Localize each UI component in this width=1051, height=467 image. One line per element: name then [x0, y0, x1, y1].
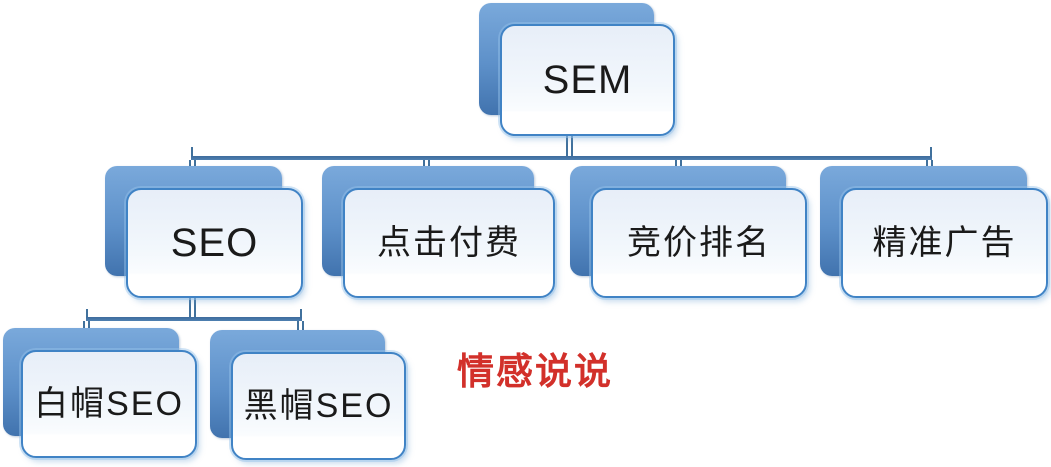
- node-ppc[interactable]: 点击付费: [322, 166, 555, 298]
- node-black-hat-seo-label: 黑帽SEO: [243, 387, 394, 425]
- connector-sem-stem: [566, 136, 573, 157]
- node-white-hat-seo-face: 白帽SEO: [21, 350, 197, 458]
- node-seo-face: SEO: [126, 188, 303, 298]
- node-precision-ads-label: 精准广告: [872, 224, 1017, 262]
- connector-drop-bidding: [675, 160, 682, 169]
- connector-level1-left-tick: [191, 147, 193, 156]
- node-bidding-label: 竞价排名: [627, 224, 771, 262]
- connector-drop-seo: [189, 160, 196, 169]
- connector-drop-black-hat: [297, 321, 304, 331]
- node-black-hat-seo[interactable]: 黑帽SEO: [210, 330, 407, 460]
- node-seo-label: SEO: [170, 221, 259, 265]
- node-ppc-label: 点击付费: [377, 224, 521, 262]
- connector-level2-left-tick: [86, 309, 88, 317]
- node-sem-label: SEM: [542, 58, 633, 102]
- connector-level1-right-tick: [930, 147, 932, 156]
- node-bidding[interactable]: 竞价排名: [570, 166, 807, 298]
- connector-seo-stem: [189, 298, 196, 318]
- connector-drop-white-hat: [83, 321, 90, 331]
- connector-level1-bar: [191, 156, 932, 160]
- node-sem-face: SEM: [500, 24, 675, 136]
- node-sem[interactable]: SEM: [479, 3, 675, 137]
- node-black-hat-seo-face: 黑帽SEO: [231, 352, 406, 460]
- connector-level2-right-tick: [300, 309, 302, 317]
- node-bidding-face: 竞价排名: [591, 188, 807, 298]
- node-white-hat-seo[interactable]: 白帽SEO: [3, 328, 200, 458]
- node-precision-ads-face: 精准广告: [841, 188, 1048, 298]
- node-precision-ads[interactable]: 精准广告: [820, 166, 1048, 298]
- connector-drop-precision-ads: [926, 160, 933, 169]
- connector-drop-ppc: [423, 160, 430, 169]
- node-white-hat-seo-label: 白帽SEO: [34, 385, 184, 423]
- node-ppc-face: 点击付费: [343, 188, 555, 298]
- node-seo[interactable]: SEO: [105, 166, 303, 298]
- watermark-text: 情感说说: [457, 351, 613, 392]
- connector-level2-bar: [86, 317, 302, 321]
